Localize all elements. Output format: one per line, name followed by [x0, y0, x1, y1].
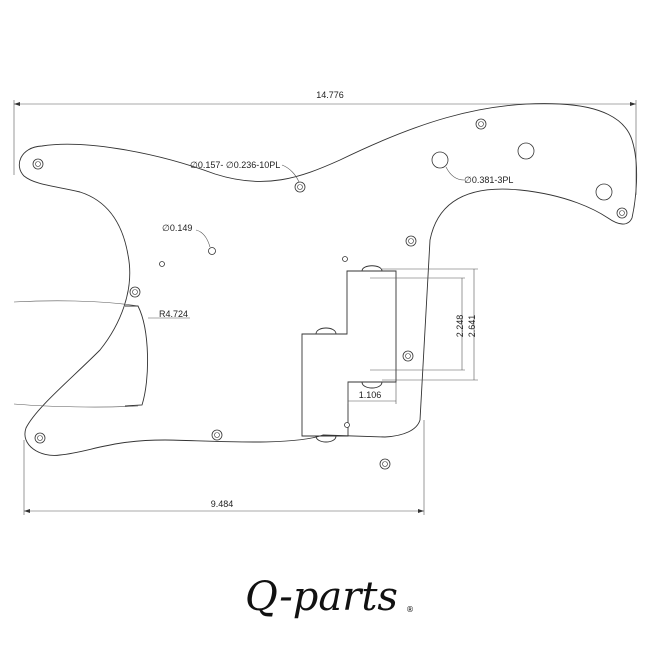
screw-hole-icon: [402, 350, 414, 362]
screw-hole-icon: [379, 458, 391, 470]
pilot-hole-icon: [208, 247, 216, 255]
brand-logo: Q-parts ®: [245, 574, 414, 620]
neck-radius-label: R4.724: [159, 309, 188, 319]
screw-hole-icon: [211, 429, 223, 441]
screw-hole-icon: [405, 235, 417, 247]
screw-hole-icon: [616, 207, 628, 219]
screw-hole-callout: ∅0.157- ∅0.236-10PL: [190, 160, 280, 170]
pilot-holes: [159, 247, 350, 428]
screw-hole-icon: [129, 286, 141, 298]
lower-width-dimension: 9.484: [23, 420, 425, 515]
screw-hole-icon: [475, 118, 487, 130]
pickup-offset-dimension: 1.106: [347, 382, 397, 404]
small-hole-callout: ∅0.149: [162, 223, 192, 233]
pilot-hole-icon: [159, 261, 165, 267]
screw-holes: [32, 118, 628, 470]
registered-mark: ®: [406, 605, 414, 614]
screw-hole-icon: [32, 158, 44, 170]
pickup-offset-label: 1.106: [359, 390, 382, 400]
overall-width-dimension: 14.776: [13, 90, 637, 195]
pickup-small-height-label: 2.248: [455, 315, 465, 338]
screw-hole-icon: [34, 432, 46, 444]
lower-width-label: 9.484: [211, 499, 234, 509]
hole-callouts: ∅0.157- ∅0.236-10PL ∅0.149 ∅0.381-3PL: [162, 160, 513, 248]
pilot-hole-icon: [342, 256, 348, 262]
control-hole-callout: ∅0.381-3PL: [464, 175, 513, 185]
overall-width-label: 14.776: [316, 90, 344, 100]
pickup-height-dimensions: 2.248 2.641: [370, 268, 478, 381]
control-hole-icon: [431, 151, 449, 169]
logo-text: Q-parts: [245, 574, 398, 620]
pickguard-outline: [19, 103, 638, 456]
pickup-route: [301, 265, 397, 443]
neck-pocket: R4.724: [13, 300, 190, 408]
control-hole-icon: [517, 142, 535, 160]
pickup-large-height-label: 2.641: [467, 315, 477, 338]
pilot-hole-icon: [344, 422, 350, 428]
control-holes: [431, 142, 613, 201]
screw-hole-icon: [294, 181, 306, 193]
control-hole-icon: [595, 183, 613, 201]
